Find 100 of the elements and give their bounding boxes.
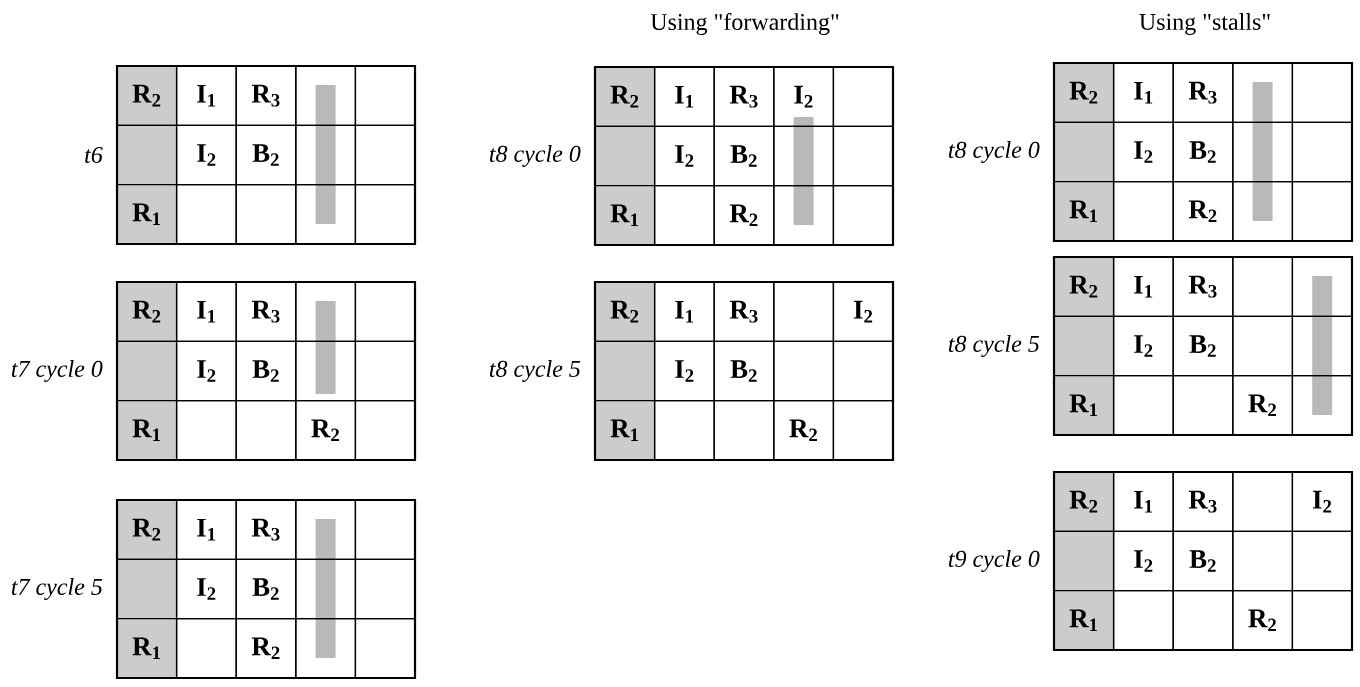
table-cell: R$_{2}$ xyxy=(773,400,835,461)
time-label: t7 cycle 5 xyxy=(11,578,103,600)
table-cell: R$_{2}$ xyxy=(295,400,357,461)
empty-cell xyxy=(354,124,416,186)
shaded-bar xyxy=(315,519,336,658)
shaded-cell: R$_{2}$ xyxy=(116,281,178,342)
shaded-bar xyxy=(315,85,336,224)
shaded-cell: R$_{2}$ xyxy=(1053,471,1115,532)
shaded-cell xyxy=(1053,121,1115,183)
table-cell: I$_{1}$ xyxy=(175,281,237,342)
time-label: t8 cycle 5 xyxy=(489,360,581,382)
grid-frame xyxy=(115,280,417,462)
table-cell: B$_{2}$ xyxy=(713,340,775,402)
table-cell: I$_{2}$ xyxy=(175,340,237,402)
empty-cell xyxy=(235,184,297,245)
time-label: t9 cycle 0 xyxy=(948,550,1040,572)
grid-frame xyxy=(593,65,895,247)
table-cell: B$_{2}$ xyxy=(235,558,297,620)
empty-cell xyxy=(295,124,357,186)
shaded-cell: R$_{1}$ xyxy=(1053,590,1115,651)
shaded-bar xyxy=(1312,276,1333,415)
empty-cell xyxy=(832,185,894,246)
table-cell: I$_{1}$ xyxy=(175,65,237,126)
shaded-cell xyxy=(116,340,178,402)
table-cell: R$_{3}$ xyxy=(713,281,775,342)
empty-cell xyxy=(832,400,894,461)
empty-cell xyxy=(1232,121,1294,183)
table-cell: I$_{2}$ xyxy=(773,66,835,127)
empty-cell xyxy=(1291,530,1353,592)
empty-cell xyxy=(295,558,357,620)
shaded-cell xyxy=(116,124,178,186)
empty-cell xyxy=(1291,590,1353,651)
empty-cell xyxy=(713,400,775,461)
empty-cell xyxy=(1291,181,1353,242)
empty-cell xyxy=(832,340,894,402)
empty-cell xyxy=(295,340,357,402)
table-cell: R$_{2}$ xyxy=(713,185,775,246)
column-heading: Using "stalls" xyxy=(1139,13,1270,35)
empty-cell xyxy=(354,558,416,620)
table-cell: B$_{2}$ xyxy=(1172,121,1234,183)
table-cell: B$_{2}$ xyxy=(1172,315,1234,377)
grid-frame xyxy=(593,280,895,462)
empty-cell xyxy=(1232,315,1294,377)
time-label: t6 xyxy=(85,146,103,164)
column-heading: Using "forwarding" xyxy=(650,12,839,36)
table-cell: R$_{3}$ xyxy=(1172,471,1234,532)
table-cell: I$_{2}$ xyxy=(653,340,715,402)
grid-frame xyxy=(1052,61,1354,243)
empty-cell xyxy=(354,618,416,679)
shaded-bar xyxy=(315,301,336,394)
shaded-cell: R$_{1}$ xyxy=(1053,181,1115,242)
time-label: t8 cycle 0 xyxy=(948,141,1040,163)
shaded-cell: R$_{1}$ xyxy=(594,400,656,461)
table-cell: I$_{1}$ xyxy=(1112,256,1174,317)
table-cell: I$_{1}$ xyxy=(1112,471,1174,532)
table-cell: I$_{2}$ xyxy=(832,281,894,342)
empty-cell xyxy=(1232,530,1294,592)
empty-cell xyxy=(354,184,416,245)
grid-frame xyxy=(115,498,417,680)
empty-cell xyxy=(1291,315,1353,377)
table-cell: R$_{3}$ xyxy=(235,499,297,560)
empty-cell xyxy=(1172,590,1234,651)
shaded-bar xyxy=(793,117,814,225)
table-cell: B$_{2}$ xyxy=(235,124,297,186)
time-label: t8 cycle 0 xyxy=(489,145,581,167)
empty-cell xyxy=(1291,375,1353,436)
table-cell: R$_{3}$ xyxy=(235,65,297,126)
table-cell: I$_{2}$ xyxy=(1112,530,1174,592)
shaded-cell xyxy=(1053,315,1115,377)
table-cell: I$_{1}$ xyxy=(653,281,715,342)
grid-frame xyxy=(1052,255,1354,437)
time-label: t7 cycle 0 xyxy=(11,360,103,382)
shaded-cell: R$_{1}$ xyxy=(116,400,178,461)
table-cell: I$_{2}$ xyxy=(653,125,715,187)
shaded-cell: R$_{2}$ xyxy=(116,499,178,560)
shaded-cell: R$_{2}$ xyxy=(1053,62,1115,123)
empty-cell xyxy=(773,185,835,246)
shaded-cell: R$_{1}$ xyxy=(116,184,178,245)
shaded-cell: R$_{1}$ xyxy=(1053,375,1115,436)
shaded-cell: R$_{1}$ xyxy=(594,185,656,246)
shaded-cell: R$_{2}$ xyxy=(594,66,656,127)
table-cell: R$_{3}$ xyxy=(1172,62,1234,123)
table-cell: I$_{2}$ xyxy=(175,124,237,186)
empty-cell xyxy=(1291,121,1353,183)
table-cell: R$_{2}$ xyxy=(1232,590,1294,651)
table-cell: R$_{2}$ xyxy=(235,618,297,679)
table-cell: B$_{2}$ xyxy=(713,125,775,187)
empty-cell xyxy=(354,400,416,461)
table-cell: I$_{2}$ xyxy=(1112,121,1174,183)
shaded-cell xyxy=(594,340,656,402)
empty-cell xyxy=(354,340,416,402)
empty-cell xyxy=(773,125,835,187)
grid-frame xyxy=(115,64,417,246)
table-cell: R$_{3}$ xyxy=(713,66,775,127)
table-cell: I$_{1}$ xyxy=(653,66,715,127)
shaded-cell: R$_{2}$ xyxy=(594,281,656,342)
empty-cell xyxy=(1172,375,1234,436)
table-cell: I$_{2}$ xyxy=(1291,471,1353,532)
empty-cell xyxy=(773,340,835,402)
shaded-bar xyxy=(1252,82,1273,221)
